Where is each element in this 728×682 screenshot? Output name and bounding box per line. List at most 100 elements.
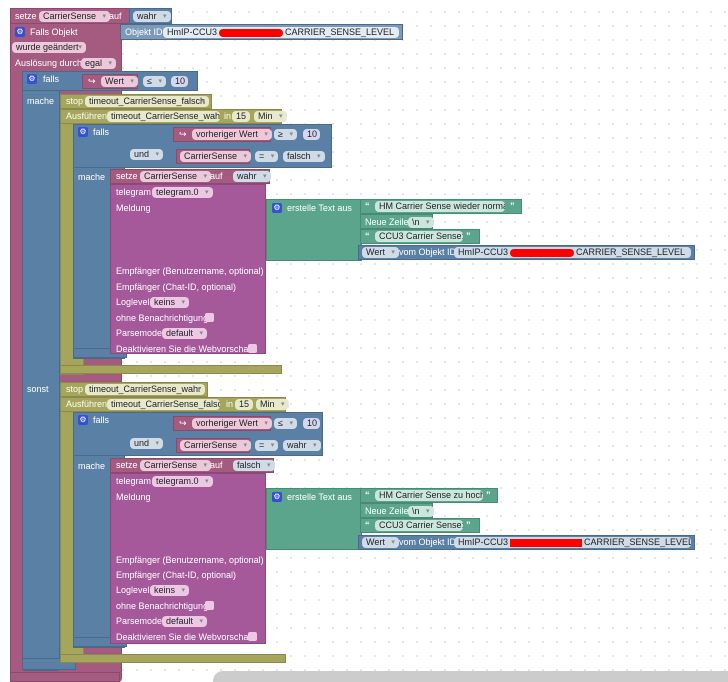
object-id-suffix: CARRIER_SENSE_LEVEL — [584, 537, 691, 547]
gear-icon[interactable]: ⚙ — [78, 415, 88, 425]
gear-icon[interactable]: ⚙ — [272, 492, 282, 502]
ausfuehren-label: Ausführen — [66, 111, 108, 121]
text-field[interactable]: HM Carrier Sense wieder normal! — [375, 201, 505, 212]
arrow-icon: ↪ — [179, 129, 187, 139]
prev-value-dropdown[interactable]: vorheriger Wert — [192, 129, 272, 140]
telegram-instance-dropdown[interactable]: telegram.0 — [152, 476, 213, 487]
bool-dropdown[interactable]: wahr — [283, 440, 321, 451]
and-dropdown[interactable]: und — [130, 149, 164, 160]
trigger-footer — [10, 672, 120, 682]
mache-label: mache — [27, 96, 55, 106]
erstelle-label: erstelle Text aus — [287, 203, 352, 213]
auf-label: auf — [210, 460, 223, 470]
text-field[interactable]: CCU3 Carrier Sense: — [375, 520, 463, 531]
parsemode-label: Parsemode — [116, 328, 163, 338]
stop-timer-dropdown[interactable]: timeout_CarrierSense_falsch — [85, 96, 209, 107]
set-var-dropdown[interactable]: CarrierSense — [140, 171, 212, 182]
mache-label: mache — [78, 172, 106, 182]
falls-label: falls — [43, 74, 60, 84]
gear-icon[interactable]: ⚙ — [15, 27, 25, 37]
stop-label: stop — [66, 384, 84, 394]
sonst-label: sonst — [27, 384, 49, 394]
minutes-field[interactable]: 15 — [235, 399, 254, 410]
ohne-checkbox[interactable] — [205, 313, 214, 322]
gear-icon[interactable]: ⚙ — [272, 203, 282, 213]
wert-dropdown[interactable]: Wert — [362, 247, 399, 258]
newline-dropdown[interactable]: \n — [408, 506, 434, 517]
stop-label: stop — [66, 96, 84, 106]
text-join-block[interactable] — [266, 488, 362, 550]
wert-dropdown[interactable]: Wert — [362, 537, 399, 548]
meldung-label: Meldung — [116, 492, 151, 502]
prev-value-dropdown[interactable]: vorheriger Wert — [192, 418, 272, 429]
empfaenger-user-label: Empfänger (Benutzername, optional) — [116, 266, 264, 276]
if-block[interactable] — [22, 71, 60, 671]
erstelle-label: erstelle Text aus — [287, 492, 352, 502]
minutes-field[interactable]: 15 — [232, 111, 251, 122]
text-field[interactable]: HM Carrier Sense zu hoch! — [375, 490, 483, 501]
op-dropdown[interactable]: ≤ — [143, 76, 166, 87]
neue-zeile-label: Neue Zeile — [365, 217, 409, 227]
and-dropdown[interactable]: und — [130, 438, 164, 449]
stop-timer-dropdown[interactable]: timeout_CarrierSense_wahr — [85, 384, 205, 395]
parsemode-dropdown[interactable]: default — [162, 616, 208, 627]
falls-objekt-label: Falls Objekt — [30, 27, 78, 37]
loglevel-label: Loglevel — [116, 585, 150, 595]
auf-label: auf — [210, 171, 223, 181]
unit-dropdown[interactable]: Min — [254, 111, 287, 122]
object-id-field[interactable]: HmIP-CCU3 CARRIER_SENSE_LEVEL — [454, 537, 691, 548]
bool-dropdown[interactable]: wahr — [233, 171, 271, 182]
object-id-prefix: HmIP-CCU3 — [458, 537, 509, 547]
webvorschau-checkbox[interactable] — [248, 344, 257, 353]
number-field[interactable]: 10 — [303, 129, 320, 140]
text-field[interactable]: CCU3 Carrier Sense: — [375, 231, 463, 242]
redaction-mark — [510, 248, 575, 257]
falls-label: falls — [93, 127, 110, 137]
horizontal-scrollbar[interactable] — [213, 671, 728, 682]
object-id-suffix: CARRIER_SENSE_LEVEL — [576, 247, 686, 257]
eq-dropdown[interactable]: = — [255, 151, 279, 162]
quote-open-icon: “ — [365, 490, 370, 500]
timer-name-field[interactable]: timeout_CarrierSense_falsch — [107, 399, 220, 410]
number-field[interactable]: 10 — [171, 76, 188, 87]
ausloesung-label: Auslösung durch — [15, 58, 83, 68]
parsemode-dropdown[interactable]: default — [162, 328, 208, 339]
bool-dropdown[interactable]: falsch — [233, 460, 275, 471]
timer-name-field[interactable]: timeout_CarrierSense_wahr — [107, 111, 220, 122]
mache-label: mache — [78, 461, 106, 471]
bool-dropdown[interactable]: falsch — [283, 151, 325, 162]
op-dropdown[interactable]: ≥ — [274, 129, 297, 140]
variable-dropdown[interactable]: CarrierSense — [39, 11, 111, 22]
quote-close-icon: ” — [466, 231, 471, 241]
bool-dropdown[interactable]: wahr — [133, 11, 171, 22]
loglevel-dropdown[interactable]: keins — [150, 585, 190, 596]
wert-dropdown[interactable]: Wert — [101, 76, 138, 87]
telegram-block[interactable] — [110, 184, 266, 354]
number-field[interactable]: 10 — [303, 418, 320, 429]
op-dropdown[interactable]: ≤ — [274, 418, 297, 429]
redaction-mark — [219, 28, 284, 37]
object-id-field[interactable]: HmIP-CCU3 CARRIER_SENSE_LEVEL — [454, 247, 691, 258]
parsemode-label: Parsemode — [116, 616, 163, 626]
webvorschau-label: Deaktivieren Sie die Webvorschau — [116, 632, 254, 642]
loglevel-dropdown[interactable]: keins — [150, 297, 190, 308]
eq-dropdown[interactable]: = — [255, 440, 279, 451]
change-dropdown[interactable]: wurde geändert — [12, 42, 86, 53]
text-join-block[interactable] — [266, 199, 362, 261]
gear-icon[interactable]: ⚙ — [27, 74, 37, 84]
var-get-dropdown[interactable]: CarrierSense — [180, 151, 252, 162]
timeout-footer — [60, 365, 282, 374]
newline-dropdown[interactable]: \n — [408, 217, 434, 228]
unit-dropdown[interactable]: Min — [256, 399, 289, 410]
telegram-instance-dropdown[interactable]: telegram.0 — [152, 187, 213, 198]
redaction-mark — [510, 538, 583, 547]
vom-label: vom Objekt ID — [399, 537, 457, 547]
gear-icon[interactable]: ⚙ — [78, 127, 88, 137]
ohne-checkbox[interactable] — [205, 601, 214, 610]
ausloesung-dropdown[interactable]: egal — [81, 58, 117, 69]
webvorschau-checkbox[interactable] — [248, 632, 257, 641]
quote-open-icon: “ — [365, 201, 370, 211]
objekt-id-field[interactable]: HmIP-CCU3 CARRIER_SENSE_LEVEL — [163, 27, 399, 38]
set-var-dropdown[interactable]: CarrierSense — [140, 460, 212, 471]
var-get-dropdown[interactable]: CarrierSense — [180, 440, 252, 451]
